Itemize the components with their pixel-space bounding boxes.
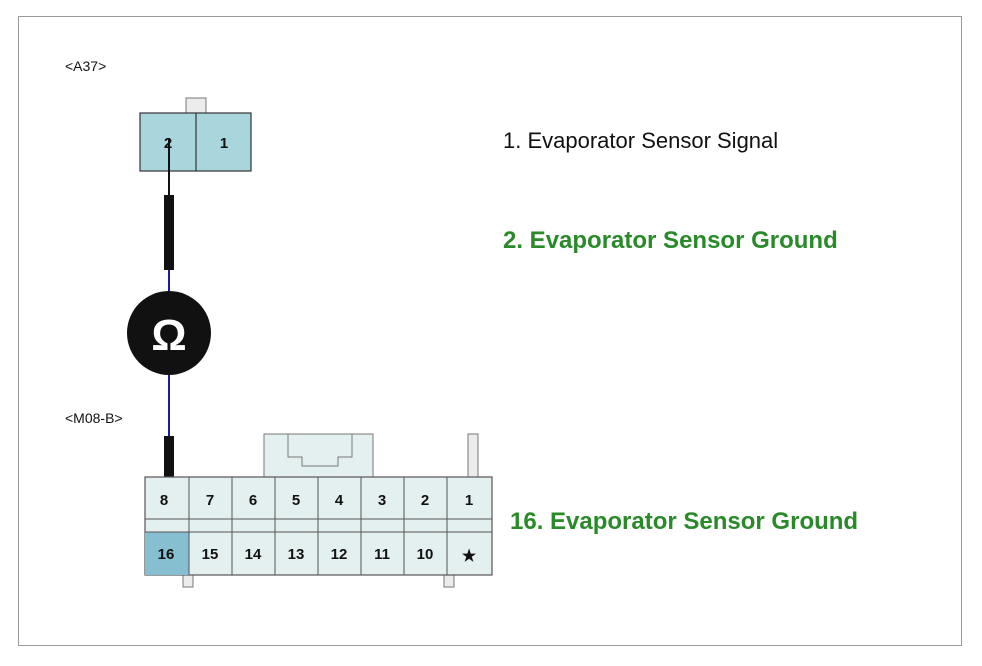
connector-b-post [467, 433, 479, 478]
probe-b [164, 436, 174, 506]
legend-ground-a: 2. Evaporator Sensor Ground [503, 227, 838, 254]
connector-b-foot-right [443, 574, 455, 588]
connector-a: 2 1 [139, 97, 252, 172]
connector-b-pin: 7 [206, 492, 214, 509]
connector-b-pin: 15 [202, 546, 219, 563]
legend-ground-b: 16. Evaporator Sensor Ground [510, 508, 859, 535]
connector-b-pin: 12 [331, 546, 348, 563]
pin-16-highlight [145, 532, 189, 575]
connector-b-pin: 13 [288, 546, 305, 563]
connector-b-pin: 5 [292, 492, 300, 509]
connector-b-pin: 1 [465, 492, 473, 509]
connector-b-latch-inner [287, 434, 353, 467]
connector-b-pin: 2 [421, 492, 429, 509]
connector-b-pin: 8 [160, 492, 168, 509]
connector-b-pin: ★ [462, 548, 477, 565]
connector-b-col-lines [188, 477, 448, 575]
connector-a-label: <A37> [65, 58, 107, 74]
connector-b-pin: 11 [374, 546, 390, 563]
ohm-symbol: Ω [151, 311, 186, 360]
connector-b-pin: 16 [158, 546, 175, 563]
legend-signal: 1. Evaporator Sensor Signal [503, 128, 779, 153]
ohm-icon [127, 291, 211, 375]
connector-b-pin: 10 [417, 546, 434, 563]
connector-a-latch [185, 97, 207, 114]
connector-b-label: <M08-B> [65, 410, 123, 426]
connector-a-pin-1: 1 [220, 135, 228, 152]
connector-b: 8 7 6 5 4 3 2 1 16 15 14 13 12 11 10 ★ [144, 433, 493, 588]
ohmmeter: Ω [127, 291, 211, 375]
connector-b-pin: 14 [245, 546, 262, 563]
connector-b-pin: 6 [249, 492, 257, 509]
connector-b-pin: 3 [378, 492, 386, 509]
probe-a [164, 195, 174, 270]
connector-b-pin: 4 [335, 492, 344, 509]
connector-b-latch [263, 433, 374, 478]
connector-b-foot-left [182, 574, 194, 588]
